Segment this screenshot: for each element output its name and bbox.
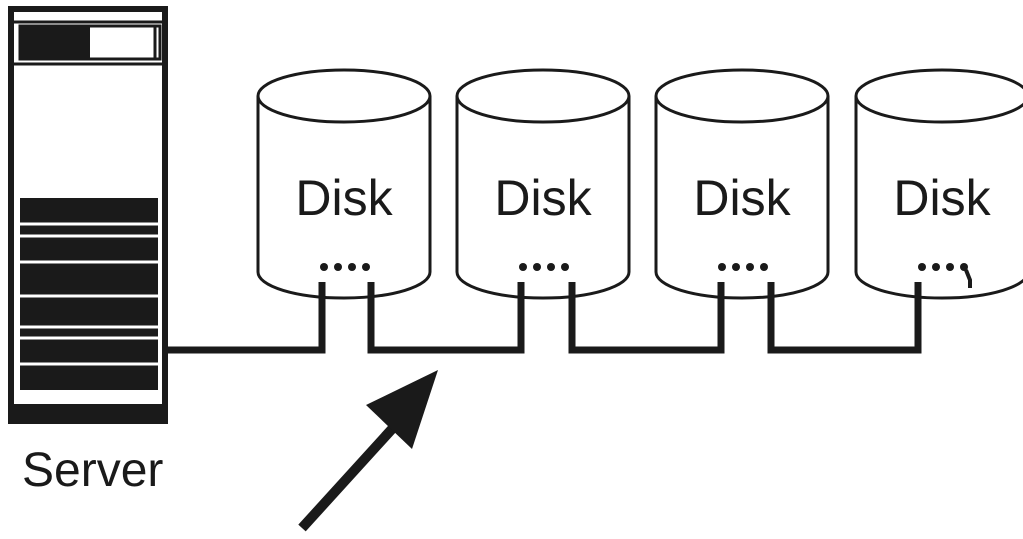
server-vent-panel <box>20 198 158 390</box>
disk-3: Disk <box>654 68 830 300</box>
cable-disk-3-to-disk-4 <box>767 282 922 354</box>
daisy-chain-cable <box>168 282 922 354</box>
cable-disk-2-to-disk-3 <box>568 282 725 354</box>
disk-1-label: Disk <box>295 170 393 226</box>
disk-1: Disk <box>256 68 432 300</box>
cable-disk-1-to-disk-2 <box>367 282 525 354</box>
server-tower <box>8 6 168 424</box>
pointer-arrow <box>298 370 438 532</box>
disk-3-label: Disk <box>693 170 791 226</box>
disk-2: Disk <box>455 68 631 300</box>
disk-1-connector <box>320 263 370 271</box>
disk-2-label: Disk <box>494 170 592 226</box>
server-label: Server <box>22 444 163 497</box>
disk-4: Disk <box>854 68 1023 300</box>
disk-2-connector <box>519 263 569 271</box>
disk-4-connector <box>918 263 968 271</box>
cable-server-to-disk-1 <box>168 282 326 354</box>
disk-3-connector <box>718 263 768 271</box>
disk-4-label: Disk <box>893 170 991 226</box>
